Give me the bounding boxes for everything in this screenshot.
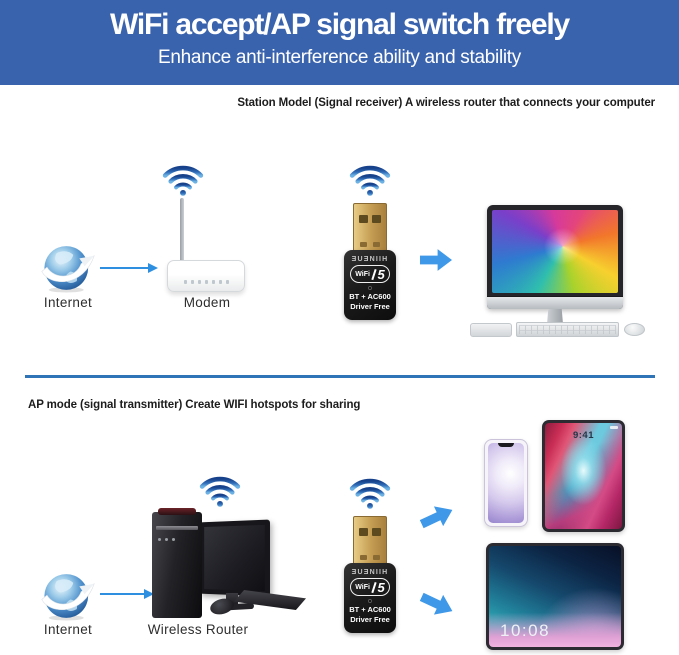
arrow-line [100, 267, 148, 269]
fat-arrow-down-right-icon [416, 585, 458, 623]
section-divider [25, 375, 655, 378]
banner: WiFi accept/AP signal switch freely Enha… [0, 0, 679, 85]
wifi5-badge: WiFi 5 [350, 265, 390, 283]
wifi5-badge-number: 5 [377, 266, 385, 282]
usb-plug [353, 516, 387, 565]
adapter-brand: ƎUƎNIIH [351, 256, 389, 263]
iphone-notch [498, 443, 514, 447]
ipad-landscape-time: 10:08 [500, 621, 551, 640]
iphone-graphic [484, 439, 528, 527]
internet-label: Internet [43, 622, 93, 637]
adapter-spec-line2: Driver Free [350, 301, 390, 311]
fat-arrow-right-icon [420, 249, 452, 271]
ipad-landscape-screen: 10:08 [489, 546, 621, 647]
banner-title: WiFi accept/AP signal switch freely [109, 8, 570, 41]
imac-chin [487, 296, 623, 309]
pc-tower [152, 508, 202, 618]
adapter-led-dot [368, 286, 372, 290]
adapter-spec-line1: BT + AC600 [349, 292, 391, 301]
ipad-portrait-time: 9:41 [572, 430, 594, 441]
usb-wifi-adapter: ƎUƎNIIH WiFi 5 BT + AC600 Driver Free [344, 203, 396, 320]
arrow-head [144, 589, 154, 599]
adapter-brand: ƎUƎNIIH [351, 569, 389, 576]
modem-label: Modem [183, 295, 231, 310]
usb-tab [360, 555, 367, 560]
pc-monitor-screen [204, 524, 265, 592]
wifi5-badge-number: 5 [377, 579, 385, 595]
iphone-screen [488, 443, 524, 523]
station-section-heading: Station Model (Signal receiver) A wirele… [237, 97, 655, 109]
wifi-signal-icon [197, 475, 243, 508]
usb-slot [359, 528, 368, 536]
wifi-signal-icon [347, 477, 393, 510]
usb-tab [373, 555, 380, 560]
usb-tab [360, 242, 367, 247]
fat-arrow-up-right-icon [416, 498, 458, 536]
adapter-spec-line2: Driver Free [350, 614, 390, 624]
imac-stand-neck [547, 309, 563, 324]
arrow-right-icon [100, 588, 154, 600]
internet-globe-icon [41, 573, 95, 621]
wifi5-badge-label: WiFi [355, 270, 370, 278]
ipad-portrait-graphic: 9:41 [542, 420, 625, 532]
usb-wifi-adapter: ƎUƎNIIH WiFi 5 BT + AC600 Driver Free [344, 516, 396, 633]
usb-slot [359, 215, 368, 223]
internet-label: Internet [43, 295, 93, 310]
usb-slot [372, 215, 381, 223]
usb-plug [353, 203, 387, 252]
arrow-right-icon [100, 262, 158, 274]
modem-graphic [167, 260, 245, 292]
pc-mouse [208, 596, 236, 617]
adapter-body: ƎUƎNIIH WiFi 5 BT + AC600 Driver Free [344, 250, 396, 320]
adapter-spec-line1: BT + AC600 [349, 605, 391, 614]
usb-slot [372, 528, 381, 536]
trackpad-graphic [470, 323, 512, 337]
pc-buttons [158, 538, 175, 541]
battery-icon [610, 426, 618, 429]
ipad-portrait-screen: 9:41 [545, 423, 622, 529]
imac-graphic [487, 205, 623, 309]
adapter-led-dot [368, 599, 372, 603]
imac-screen [492, 210, 618, 293]
adapter-body: ƎUƎNIIH WiFi 5 BT + AC600 Driver Free [344, 563, 396, 633]
arrow-head [148, 263, 158, 273]
wifi5-badge: WiFi 5 [350, 578, 390, 596]
internet-globe-icon [41, 245, 95, 293]
modem-antenna [180, 198, 184, 264]
ap-section-heading: AP mode (signal transmitter) Create WIFI… [28, 399, 361, 411]
wifi5-badge-slash [371, 581, 377, 593]
wifi-signal-icon [347, 164, 393, 197]
banner-subtitle: Enhance anti-interference ability and st… [158, 47, 521, 68]
pc-drive-bay [156, 526, 198, 530]
usb-tab [373, 242, 380, 247]
ipad-landscape-graphic: 10:08 [486, 543, 624, 650]
arrow-line [100, 593, 144, 595]
wireless-router-label: Wireless Router [147, 622, 249, 637]
mouse-graphic [624, 323, 645, 336]
modem-indicator-lights [184, 280, 229, 284]
wifi5-badge-slash [371, 268, 377, 280]
pc-monitor [199, 519, 270, 597]
wifi5-badge-label: WiFi [355, 583, 370, 591]
keyboard-graphic [516, 322, 619, 337]
wifi-signal-icon [160, 164, 206, 197]
